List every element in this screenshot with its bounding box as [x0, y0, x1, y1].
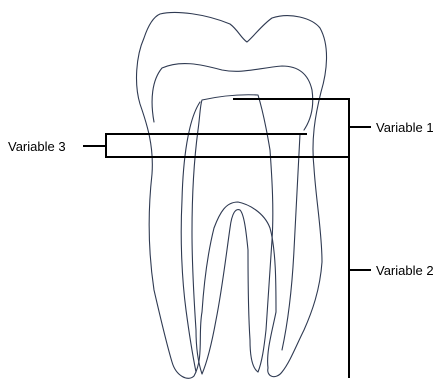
root-dentin-outline — [181, 102, 200, 372]
variable-3-label: Variable 3 — [8, 140, 66, 153]
pulp-chamber-outline — [192, 95, 273, 374]
variable-1-bracket — [233, 99, 349, 157]
root-dentin-outline-right — [282, 134, 300, 350]
variable-2-label: Variable 2 — [376, 264, 434, 277]
variable-3-bracket — [106, 134, 349, 157]
variable-1-label: Variable 1 — [376, 121, 434, 134]
crown-inner-outline — [152, 64, 313, 130]
